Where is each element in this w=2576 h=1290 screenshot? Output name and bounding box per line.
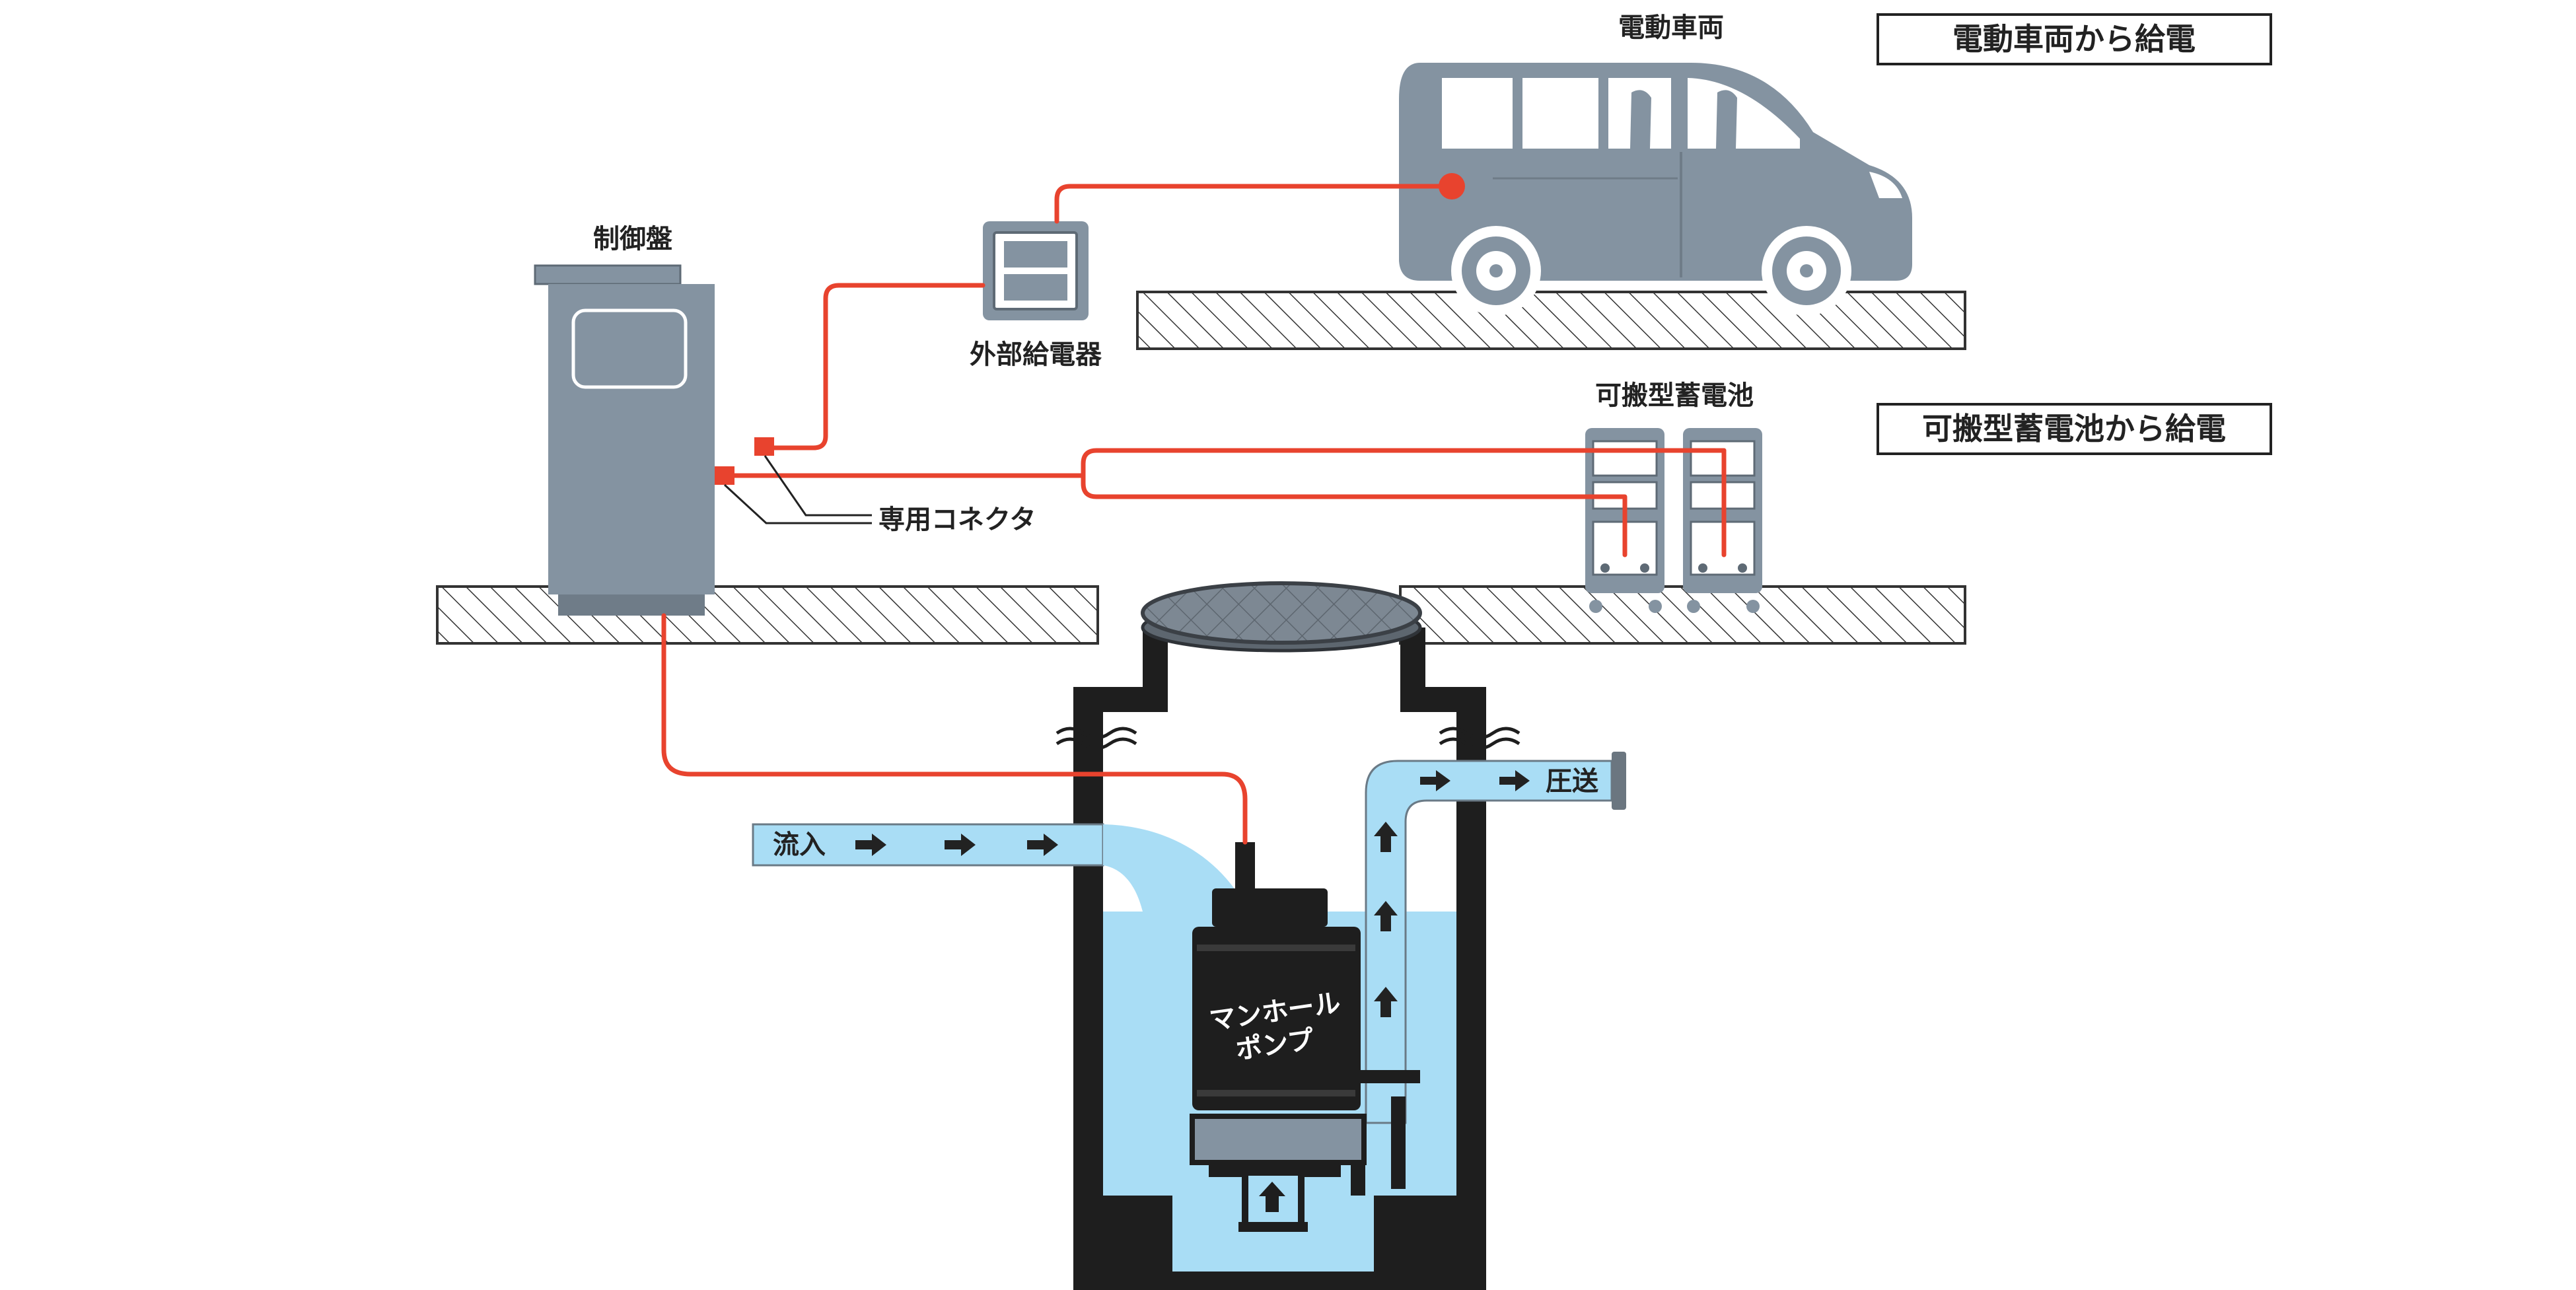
- connector-leader: [723, 455, 872, 524]
- connector-upper: [754, 437, 774, 456]
- ground-main-right: [1399, 585, 1966, 645]
- inflow-label: 流入: [773, 830, 826, 860]
- vehicle-charge-port: [1439, 173, 1465, 199]
- connector-lower: [715, 466, 734, 485]
- inflow-pipe: [752, 823, 1248, 912]
- vehicle-icon: [1399, 63, 1912, 316]
- manhole-floor: [1073, 1196, 1486, 1290]
- external-charger-icon: [983, 221, 1089, 320]
- ground-upper: [1136, 291, 1966, 350]
- flow-arrow-icon: [855, 834, 1058, 856]
- discharge-pipe: [1365, 752, 1626, 1124]
- pressure-feed-label: 圧送: [1546, 766, 1598, 797]
- manhole-floor-edge: [1073, 1281, 1486, 1290]
- dedicated-connector-label: 専用コネクタ: [878, 505, 1036, 535]
- supply-from-battery-label: 可搬型蓄電池から給電: [1922, 411, 2226, 447]
- power-cables: [661, 184, 1727, 845]
- supply-from-battery-box: [1877, 403, 2272, 455]
- manhole-pump-icon: [1190, 842, 1420, 1232]
- supply-from-vehicle-label: 電動車両から給電: [1952, 21, 2196, 57]
- external-charger-label: 外部給電器: [970, 340, 1102, 370]
- manhole-cover-icon: [1141, 581, 1422, 653]
- portable-battery-label: 可搬型蓄電池: [1595, 380, 1754, 411]
- ground-main-left: [436, 585, 1099, 645]
- supply-from-vehicle-box: [1877, 13, 2272, 65]
- flow-arrow-icon: [1374, 770, 1530, 1017]
- vehicle-label: 電動車両: [1618, 13, 1724, 43]
- control-panel-label: 制御盤: [593, 224, 672, 254]
- control-panel-icon: [534, 264, 715, 616]
